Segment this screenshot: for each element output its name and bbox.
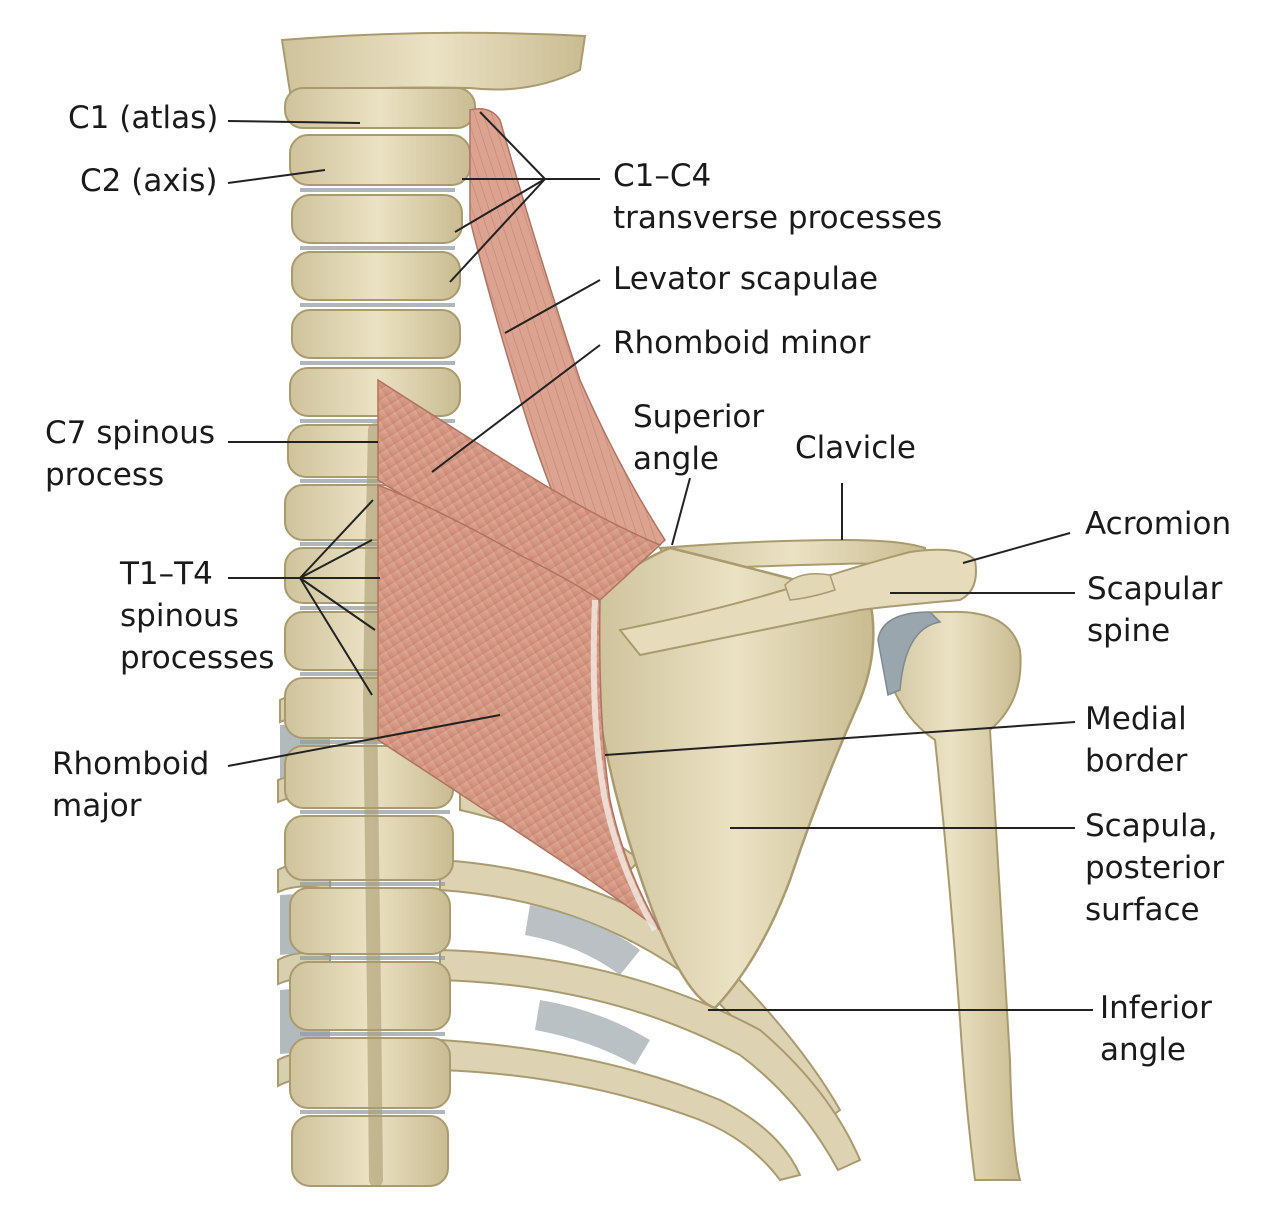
label-clavicle: Clavicle bbox=[795, 430, 916, 466]
tendon-insertion bbox=[590, 599, 658, 932]
leader-lines bbox=[227, 111, 1093, 1011]
glenoid-cartilage bbox=[877, 611, 942, 697]
label-c1-atlas: C1 (atlas) bbox=[68, 100, 219, 136]
costal-cartilage-right bbox=[525, 905, 650, 1065]
label-acromion: Acromion bbox=[1085, 506, 1232, 542]
label-c2-axis: C2 (axis) bbox=[80, 163, 218, 199]
label-levator-scapulae: Levator scapulae bbox=[613, 261, 879, 297]
levator-scapulae-muscle bbox=[469, 108, 666, 602]
skull-base bbox=[280, 31, 587, 94]
humerus bbox=[878, 610, 1022, 1181]
coracoid bbox=[784, 573, 836, 601]
rhomboid-major-muscle bbox=[377, 483, 661, 931]
scapula bbox=[596, 546, 875, 1010]
spinous-process-line bbox=[362, 423, 383, 1187]
label-rhomboid-minor: Rhomboid minor bbox=[613, 325, 871, 361]
